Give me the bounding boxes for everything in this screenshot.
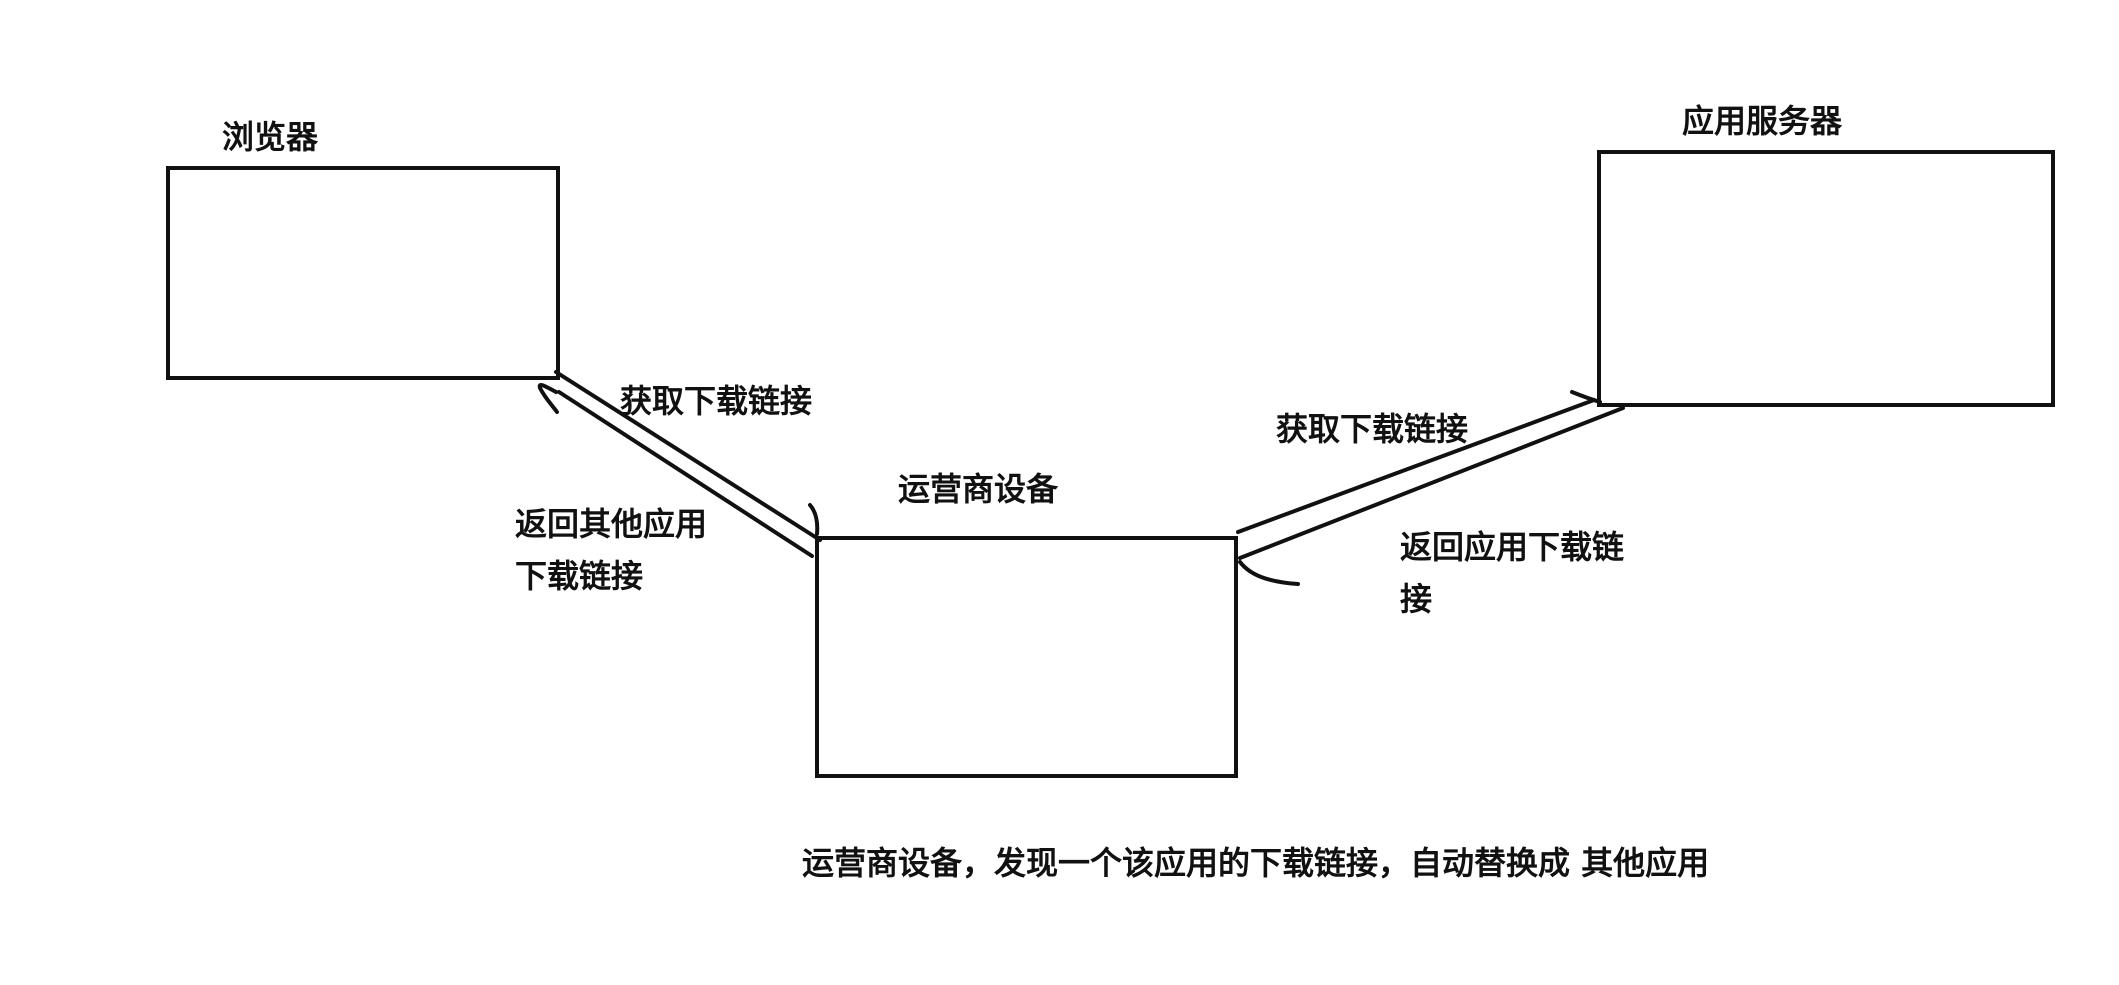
browser-title: 浏览器: [222, 118, 319, 156]
server-carrier-response-line2: 接: [1400, 580, 1433, 619]
browser-box: [166, 166, 560, 380]
carrier-device-box: [815, 536, 1238, 778]
carrier-arrow-hook-left: [808, 503, 820, 536]
diagram-caption: 运营商设备，发现一个该应用的下载链接，自动替换成 其他应用: [802, 844, 1710, 882]
app-server-box: [1597, 150, 2055, 407]
carrier-device-title: 运营商设备: [898, 470, 1059, 508]
carrier-browser-response-line1: 返回其他应用: [515, 505, 708, 543]
carrier-browser-response-line2: 下载链接: [515, 557, 644, 596]
carrier-server-request-label: 获取下载链接: [1276, 410, 1469, 448]
browser-carrier-request-label: 获取下载链接: [620, 382, 813, 420]
carrier-browser-response-label: 返回其他应用 下载链接: [515, 505, 755, 596]
app-server-title: 应用服务器: [1682, 102, 1843, 140]
server-carrier-response-line1: 返回应用下载链: [1400, 528, 1625, 566]
browser-arrow-hook: [537, 383, 559, 414]
server-arrow-hook: [1570, 390, 1602, 404]
server-carrier-response-label: 返回应用下载链 接: [1400, 528, 1680, 619]
carrier-arrow-hook-right: [1238, 560, 1300, 586]
